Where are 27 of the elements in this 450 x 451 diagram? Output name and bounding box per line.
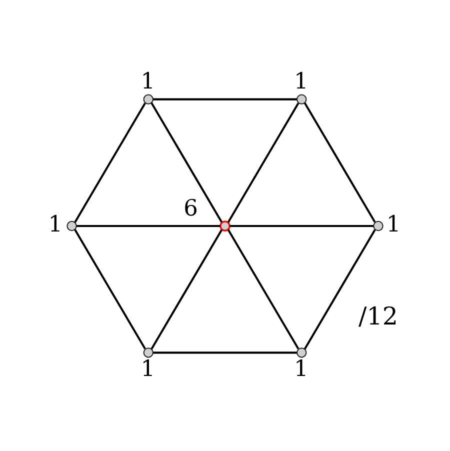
connector — [74, 228, 146, 349]
connector — [150, 102, 223, 222]
node-label: 6 — [184, 194, 198, 221]
node-circle — [373, 220, 384, 231]
node-label: 1 — [140, 355, 156, 382]
connector — [76, 224, 220, 227]
connector — [304, 228, 376, 350]
connector — [74, 102, 146, 222]
connector — [153, 98, 297, 100]
node-circle — [143, 347, 154, 358]
connector — [227, 102, 300, 222]
connector — [153, 351, 297, 354]
connector — [227, 228, 300, 349]
label: /12 — [358, 300, 398, 330]
node-circle — [296, 347, 307, 358]
connector — [230, 224, 374, 227]
node-circle — [143, 94, 154, 104]
node-circle — [66, 220, 77, 231]
node-label: 1 — [294, 68, 308, 94]
node-label: 1 — [386, 211, 401, 238]
node-label: 1 — [48, 211, 63, 238]
connector — [304, 102, 376, 222]
node-circle — [220, 220, 230, 231]
node-circle — [296, 94, 307, 104]
node-label: 1 — [140, 68, 156, 94]
node-label: 1 — [294, 355, 308, 382]
connector — [150, 228, 223, 350]
